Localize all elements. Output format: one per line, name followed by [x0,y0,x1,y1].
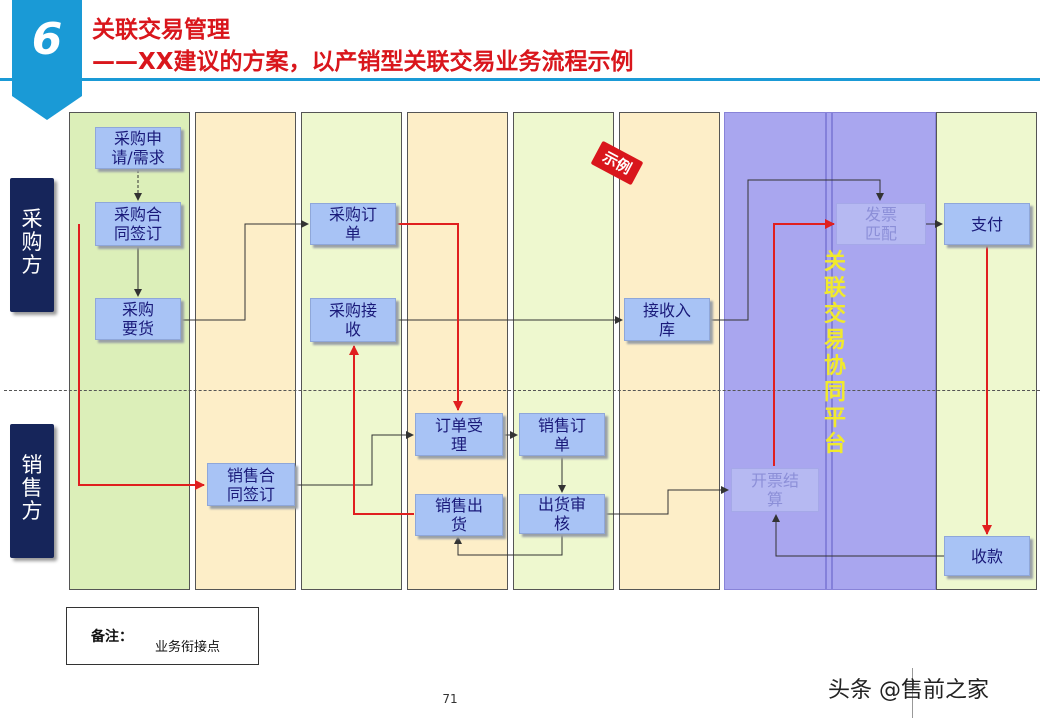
platform-label-text: 关联交易协同平台 [823,250,846,457]
step-invoicing-settlement: 开票结 算 [731,468,819,512]
column-2 [195,112,296,590]
step-sales-contract: 销售合 同签订 [207,463,295,506]
lane-divider [4,390,1040,391]
link-demand-to-order [182,220,309,321]
step-order-acceptance: 订单受 理 [415,413,503,456]
step-warehousing: 接收入 库 [624,298,710,341]
step-purchase-order: 采购订 单 [310,203,396,245]
step-sales-order: 销售订 单 [519,413,605,456]
step-purchase-receipt: 采购接 收 [310,298,396,342]
step-purchase-demand: 采购 要货 [95,298,181,340]
step-payment: 支付 [944,203,1030,245]
link-collection-to-invoicing [772,514,944,557]
step-shipment-review: 出货审 核 [519,494,605,534]
page-number: 71 [442,692,458,706]
legend-box: 备注： 业务衔接点 [66,607,259,665]
lane-buyer: 采购方 [10,178,54,312]
header-rule [0,78,1040,81]
link-warehouse-to-invoice [710,179,884,321]
watermark: 头条 @售前之家 [828,678,989,703]
platform-label: 关联交易协同平台 [818,250,852,458]
step-purchase-contract: 采购合 同签订 [95,202,181,246]
watermark-divider [912,668,913,718]
step-invoice-matching: 发票 匹配 [836,203,926,245]
link-review-to-invoicing [606,486,729,515]
red-link-order-to-acceptance [396,223,463,411]
lane-buyer-label: 采购方 [21,207,43,277]
lane-seller-label: 销售方 [21,453,43,523]
section-badge [12,0,82,96]
step-sales-delivery: 销售出 货 [415,494,503,536]
legend-label: 备注： [91,629,133,645]
link-review-to-delivery [454,534,563,556]
link-salescontract-to-acceptance [295,431,414,486]
column-6 [619,112,720,590]
legend-red-arrow-text: 业务衔接点 [155,640,221,655]
step-collection: 收款 [944,536,1030,576]
column-1 [69,112,190,590]
step-purchase-request: 采购申 请/需求 [95,127,181,169]
red-link-delivery-to-receipt [349,345,414,515]
lane-seller: 销售方 [10,424,54,558]
section-number: 6 [31,14,63,65]
red-link-invoicing-to-matching [773,219,835,466]
page-title: 关联交易管理 [92,17,230,43]
page-subtitle: ——XX建议的方案，以产销型关联交易业务流程示例 [92,49,634,75]
red-link-contract-to-salescontract [78,224,205,490]
